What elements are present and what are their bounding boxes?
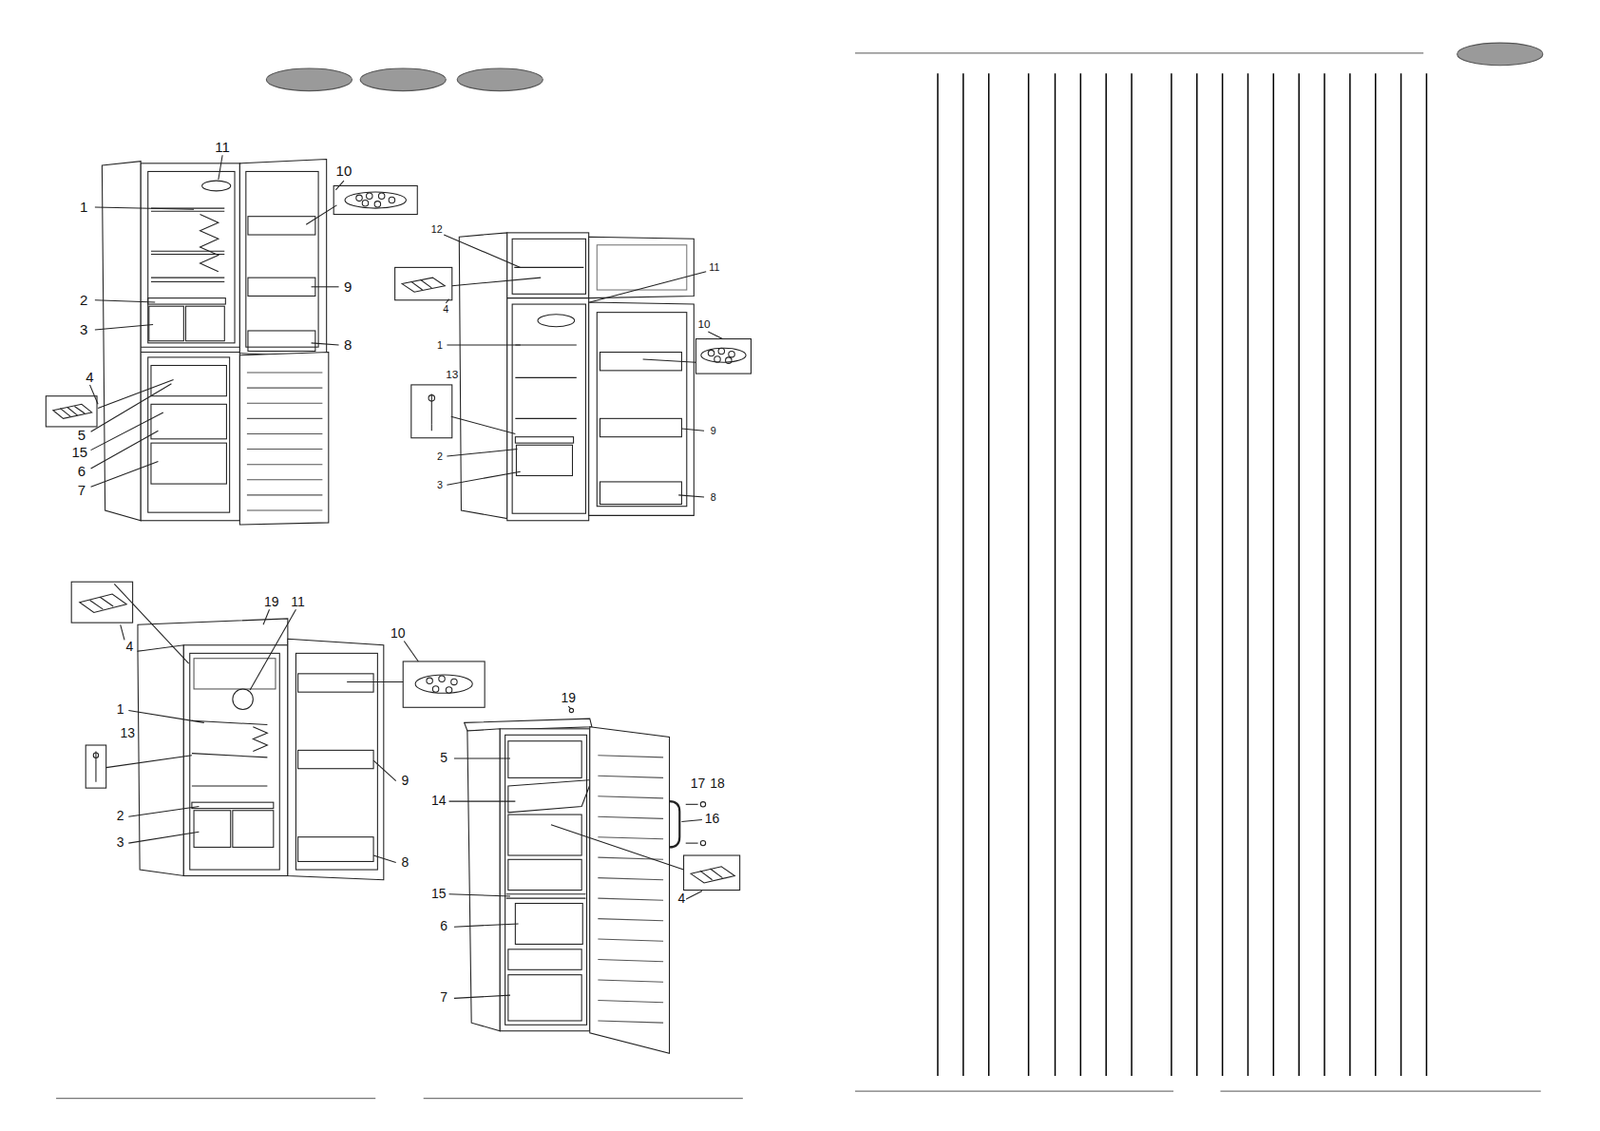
callout-number: 4 (441, 304, 450, 315)
callout-number: 15 (70, 444, 89, 459)
callout-number: 4 (84, 370, 95, 385)
callout-number: 8 (709, 492, 718, 503)
callout-number: 5 (438, 751, 449, 765)
callout-number: 19 (559, 691, 577, 705)
callout-number: 11 (213, 139, 231, 154)
callout-number: 9 (400, 774, 410, 788)
callout-number: 19 (263, 595, 281, 610)
callout-number: 10 (696, 319, 711, 331)
callout-number: 4 (125, 640, 135, 654)
callout-number: 15 (430, 887, 448, 901)
callout-number: 11 (707, 262, 721, 273)
callout-number: 3 (436, 479, 444, 491)
callout-number: 9 (709, 425, 718, 437)
callout-number: 12 (430, 223, 444, 234)
callout-number: 7 (438, 990, 449, 1005)
callout-number: 17 (689, 777, 707, 791)
callout-number: 10 (389, 627, 407, 641)
callout-number: 4 (677, 892, 687, 906)
callout-number: 1 (436, 340, 444, 351)
callout-number: 16 (704, 812, 722, 826)
callout-number: 1 (78, 200, 89, 215)
callout-number: 8 (400, 856, 410, 870)
callout-number: 2 (78, 292, 89, 307)
callout-number: 7 (76, 482, 87, 497)
callout-number: 5 (76, 427, 87, 442)
callout-number: 18 (708, 777, 726, 791)
callout-number: 8 (342, 337, 353, 352)
callout-number: 10 (335, 164, 354, 179)
callout-number: 13 (118, 726, 136, 741)
callout-number: 3 (115, 836, 126, 850)
callout-number: 14 (430, 794, 448, 808)
callout-number: 2 (436, 451, 444, 462)
callout-number: 9 (342, 279, 353, 294)
callout-number: 6 (438, 919, 449, 934)
callout-number: 2 (115, 809, 126, 823)
callout-number: 6 (76, 464, 87, 479)
callout-number: 13 (444, 369, 459, 381)
callout-number: 11 (289, 595, 305, 610)
callout-number: 1 (115, 704, 126, 718)
callout-number: 3 (78, 322, 89, 337)
